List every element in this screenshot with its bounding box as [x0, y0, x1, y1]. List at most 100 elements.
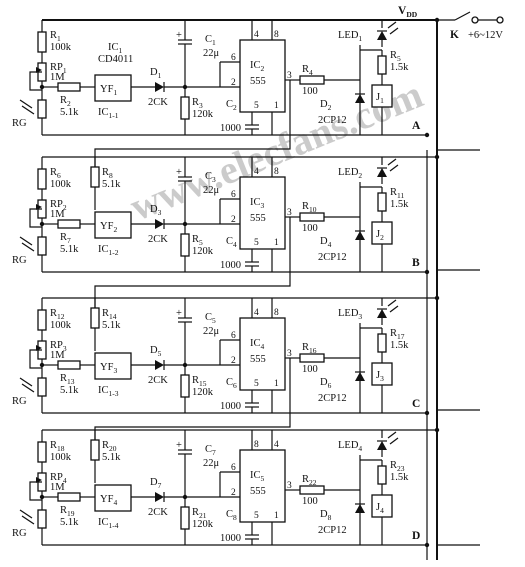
stage-4-rg-label: RG	[12, 528, 27, 539]
header-ic-part: CD4011	[98, 54, 133, 65]
stage-4-r-top	[37, 441, 47, 463]
stage-2-led	[377, 168, 387, 177]
stage-3-pin-label: 1	[274, 379, 279, 389]
stage-3-pin-label: 3	[287, 349, 292, 359]
stage-1-timer-label: IC2	[250, 60, 265, 73]
stage-4-pin-label: 8	[254, 440, 259, 450]
stage-4-gate-ic-label: IC1-4	[98, 517, 119, 530]
stage-3-r-led-label: R17	[390, 328, 405, 341]
stage-2-relay-label: J2	[376, 229, 384, 242]
junction-dot	[434, 295, 440, 301]
stage-1-r-gate-label: R2	[60, 95, 71, 108]
stage-2-led-label: LED2	[338, 167, 362, 180]
stage-2-pin-label: 5	[254, 238, 259, 248]
stage-2-r-tim-label-value: 120k	[192, 246, 214, 257]
stage-2-c-top-plus: +	[176, 167, 182, 178]
stage-1-pin-label: 2	[231, 78, 236, 88]
stage-4-r-led	[377, 465, 387, 485]
stage-4-c-bot-label: C8	[226, 509, 237, 522]
junction-dot	[424, 132, 430, 138]
stage-1-led-label: LED1	[338, 30, 362, 43]
stage-4-diode-label: D7	[150, 477, 162, 490]
stage-2-r-pull-label-value: 5.1k	[102, 179, 121, 190]
wiring	[19, 11, 504, 560]
stage-2-r-gate-label-value: 5.1k	[60, 244, 79, 255]
supply-header: VDD K +6~12V IC1 CD4011	[98, 5, 503, 65]
stage-1-timer-label-value: 555	[250, 76, 266, 87]
stage-3-r-tim	[180, 374, 190, 398]
stage-1-r-tim	[180, 96, 190, 120]
stage-3-relay-label: J3	[376, 370, 384, 383]
stage-2-flywheel-diode	[355, 231, 365, 240]
stage-3-pin-label: 8	[274, 308, 279, 318]
stage-3-rg-light	[21, 383, 35, 393]
stage-3-led	[377, 309, 387, 318]
stage-4-r-tim	[180, 506, 190, 530]
stage-3-c-bot-label-value: 1000	[220, 401, 241, 412]
stage-4-r-out-label-value: 100	[302, 496, 318, 507]
stage-4-r-led-label: R23	[390, 460, 405, 473]
stage-3-flywheel-diode	[355, 372, 365, 381]
junction-dot	[424, 410, 430, 416]
stage-1-led-ray	[389, 27, 399, 35]
stage-3-rg	[37, 377, 47, 397]
switch-label: K	[450, 29, 459, 41]
stage-3-c-top-label-value: 22μ	[203, 326, 220, 337]
stage-2-nand-gate	[94, 211, 132, 239]
stage-3-r-pull-label: R14	[102, 308, 117, 321]
supply-terminal-icon	[471, 16, 479, 24]
stage-2-flywheel-label-value: 2CP12	[318, 252, 347, 263]
supply-range-label: +6~12V	[468, 30, 503, 41]
junction-dot	[434, 427, 440, 433]
stage-4-r-top-label-value: 100k	[50, 452, 72, 463]
stage-3-nand-gate	[94, 352, 132, 380]
stage-4-timer-label: IC5	[250, 470, 265, 483]
stage-3-pin-label: 6	[231, 331, 236, 341]
stage-2-led-ray	[389, 164, 399, 172]
stage-4-r-tim-label: R21	[192, 507, 207, 520]
stage-4-pin-label: 2	[231, 488, 236, 498]
stage-2-timer-label-value: 555	[250, 213, 266, 224]
stage-3-timer-555	[239, 317, 286, 391]
stage-1-r-out-label: R4	[302, 64, 313, 77]
stage-2-r-led	[377, 192, 387, 212]
stage-3-diode-label-value: 2CK	[148, 375, 168, 386]
stage-2-flywheel-label: D4	[320, 236, 332, 249]
stage-1-r-top	[37, 31, 47, 53]
stage-3-pin-label: 2	[231, 356, 236, 366]
stage-1-diode	[155, 82, 164, 92]
stage-2-led-ray	[387, 158, 397, 166]
stage-4-led	[377, 441, 387, 450]
stage-4-c-top-label-value: 22μ	[203, 458, 220, 469]
stage-2-r-led-label-value: 1.5k	[390, 199, 409, 210]
stage-2-r-top	[37, 168, 47, 190]
stage-1-rp-label-value: 1M	[50, 72, 65, 83]
stage-2-rg-label: RG	[12, 255, 27, 266]
stage-3-rg-light	[19, 377, 33, 387]
stage-1-gate-ic-label: IC1-1	[98, 107, 119, 120]
stage-1-led	[377, 31, 387, 40]
stage-1-flywheel-label: D2	[320, 99, 332, 112]
stage-1-gate-label: YF1	[100, 84, 117, 97]
stage-2-r-pull-label: R8	[102, 167, 113, 180]
stage-3-diode	[155, 360, 164, 370]
stage-4-pin-label: 5	[254, 511, 259, 521]
stage-4-flywheel-label: D8	[320, 509, 332, 522]
stage-4-pin-label: 4	[274, 440, 279, 450]
stage-1-rg-label: RG	[12, 118, 27, 129]
stage-3-flywheel-label: D6	[320, 377, 332, 390]
stage-1-pin-label: 8	[274, 30, 279, 40]
stage-2-pin-label: 2	[231, 215, 236, 225]
stage-1-nand-gate	[94, 74, 132, 102]
stage-4-flywheel-diode	[355, 504, 365, 513]
stage-4-r-out	[299, 485, 325, 495]
stage-4-c-top-plus: +	[176, 440, 182, 451]
stage-3-line-label: C	[412, 398, 420, 410]
stage-4-r-gate-label-value: 5.1k	[60, 517, 79, 528]
stage-3-gate-label: YF3	[100, 362, 117, 375]
stage-4-diode-label-value: 2CK	[148, 507, 168, 518]
stage-2-diode-label-value: 2CK	[148, 234, 168, 245]
stage-1-pin-label: 6	[231, 53, 236, 63]
stage-2-r-out	[299, 212, 325, 222]
stage-2-timer-555	[239, 176, 286, 250]
